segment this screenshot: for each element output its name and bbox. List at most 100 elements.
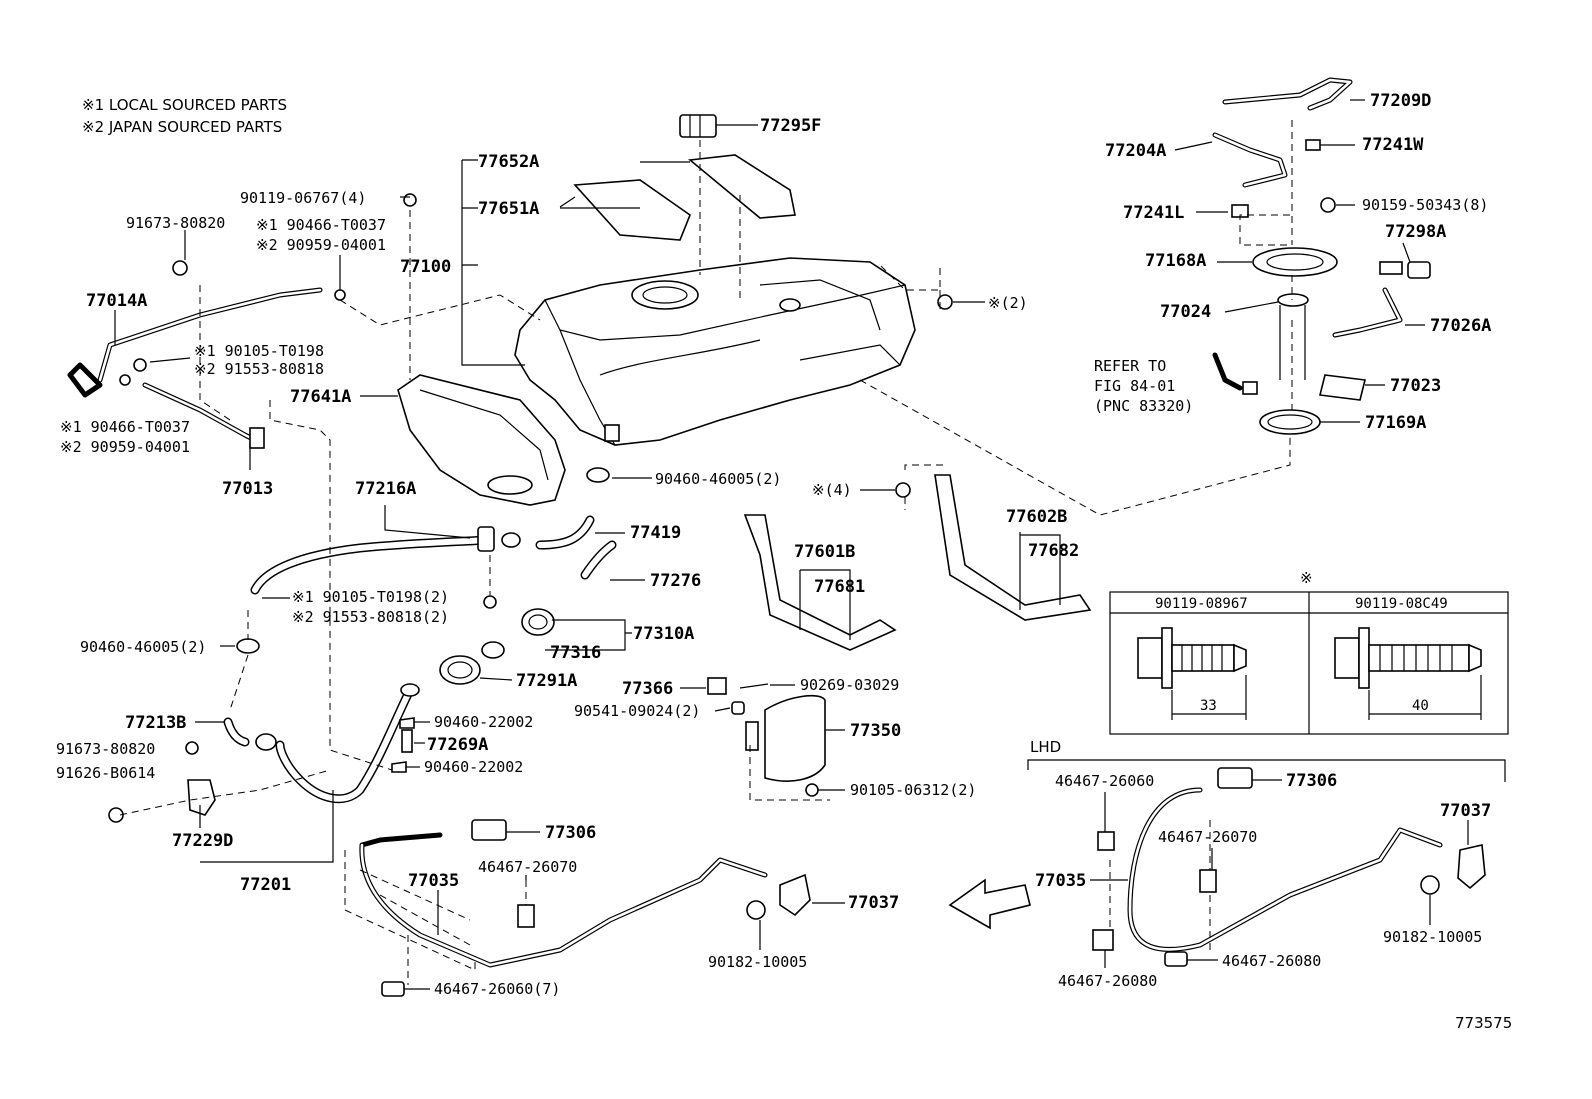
lock-77037-lhd[interactable] (1457, 844, 1486, 890)
wire-refer-84-01[interactable] (1212, 352, 1258, 395)
clamp-77213B-a[interactable] (255, 733, 277, 751)
bolt-90159-50343[interactable] (1320, 197, 1336, 213)
protector-pad-77652A[interactable] (688, 154, 796, 219)
label-91673-80820-b: 91673-80820 (56, 740, 155, 758)
cable-77035-main[interactable] (359, 832, 768, 968)
tank-band-77602B[interactable] (934, 474, 1092, 621)
fuel-sender-gauge-77024[interactable] (1277, 293, 1366, 401)
label-91673-80820-a: 91673-80820 (126, 214, 225, 232)
clamp-90460-22002-b[interactable] (391, 761, 407, 773)
hose-77269A[interactable] (401, 729, 413, 753)
hose-77213B[interactable] (223, 717, 250, 747)
label-46467-26080-a: 46467-26080 (1222, 952, 1321, 970)
lock-77366[interactable] (707, 677, 727, 695)
breather-hose-77216A[interactable] (250, 526, 495, 595)
bolt-91673-80820-b[interactable] (185, 741, 199, 755)
label-77216A: 77216A (355, 479, 416, 499)
clamp-90460-46005-c[interactable] (501, 532, 521, 548)
wire-77026A[interactable] (1332, 261, 1431, 338)
clamp-46467-26060-main[interactable] (381, 981, 405, 997)
lock-77037-main[interactable] (779, 873, 811, 917)
clamp-46467-26070-lhd[interactable] (1199, 869, 1217, 893)
part-labels: 77295F 77652A 77651A 77100 90119-06767(4… (56, 91, 1512, 1032)
label-90466-t0037-a: ※1 90466-T0037 (256, 216, 386, 234)
tank-band-77601B[interactable] (743, 514, 897, 651)
bolt-table-marker: ※ (1300, 569, 1313, 587)
label-77023: 77023 (1390, 376, 1441, 396)
label-90466-t0037-b: ※1 90466-T0037 (60, 418, 190, 436)
ring-77291A[interactable] (439, 655, 481, 685)
label-91626-b0614: 91626-B0614 (56, 764, 155, 782)
label-77306-b: 77306 (1286, 771, 1337, 791)
reference-lines (119, 120, 1293, 985)
label-46467-26070-b: 46467-26070 (1158, 828, 1257, 846)
protector-pad-77651A[interactable] (573, 179, 691, 241)
bolt-star-4[interactable] (895, 482, 911, 498)
bolt-90119-06767[interactable] (403, 193, 417, 207)
label-star-4: ※(4) (812, 481, 852, 499)
bolt-91673-80820-a[interactable] (172, 260, 188, 276)
label-77601B: 77601B (794, 542, 855, 562)
label-77213B: 77213B (125, 713, 186, 733)
pump-cover-77168A[interactable] (1252, 247, 1338, 277)
label-90959-04001-b: ※2 90959-04001 (60, 438, 190, 456)
label-star-2: ※(2) (988, 294, 1028, 312)
bumper-90541[interactable] (731, 701, 745, 715)
fuel-cap-77310A[interactable] (521, 608, 555, 636)
cable-77035-lhd[interactable] (1127, 787, 1443, 952)
bolt-90182-lhd[interactable] (1420, 875, 1440, 895)
label-77168A: 77168A (1145, 251, 1206, 271)
clip-90105-a[interactable] (133, 358, 147, 372)
clamp-46467-26070-main[interactable] (517, 904, 535, 928)
label-refer-to: REFER TO (1094, 357, 1166, 375)
inlet-hose-77419[interactable] (535, 515, 595, 550)
screw-90269-03029[interactable] (739, 683, 769, 689)
screw-90105-06312[interactable] (805, 783, 819, 797)
clamp-90466-a[interactable] (334, 289, 346, 301)
fuel-tank[interactable] (514, 257, 916, 446)
clamp-77241W[interactable] (1305, 139, 1321, 151)
label-90959-04001-a: ※2 90959-04001 (256, 236, 386, 254)
clamp-90460-46005-b[interactable] (236, 638, 260, 654)
label-91553-80818-a: ※2 91553-80818 (194, 360, 324, 378)
clamp-90460-46005-a[interactable] (586, 467, 610, 483)
label-90460-46005-b: 90460-46005(2) (80, 638, 206, 656)
clamp-46467-26060-lhd[interactable] (1097, 831, 1115, 851)
wire-77209D[interactable] (1222, 77, 1353, 111)
label-77169A: 77169A (1365, 413, 1426, 433)
clamp-46467-26080-lhd-a[interactable] (1164, 951, 1188, 967)
label-77269A: 77269A (427, 735, 488, 755)
opener-77306-lhd[interactable] (1217, 767, 1253, 789)
label-90182-10005-b: 90182-10005 (1383, 928, 1482, 946)
label-90460-22002-b: 90460-22002 (424, 758, 523, 776)
clamp-90466-b[interactable] (119, 374, 131, 386)
gasket-77169A[interactable] (1259, 409, 1321, 435)
label-77037-a: 77037 (848, 893, 899, 913)
fuel-lid-77350[interactable] (745, 694, 826, 782)
evap-tube-77013[interactable] (142, 382, 265, 449)
label-77366: 77366 (622, 679, 673, 699)
bolt-star-2[interactable] (937, 294, 953, 310)
clamp-90460-22002-a[interactable] (399, 717, 415, 729)
bolt-91626-b0614[interactable] (108, 807, 124, 823)
clamp-46467-26080-lhd-b[interactable] (1092, 929, 1114, 951)
opener-77306-main[interactable] (471, 819, 507, 841)
wire-77204A[interactable] (1212, 132, 1288, 188)
label-90159-50343: 90159-50343(8) (1362, 196, 1488, 214)
bolt-90182-main[interactable] (746, 900, 766, 920)
label-77350: 77350 (850, 721, 901, 741)
tank-protector-77641A[interactable] (397, 374, 566, 506)
inlet-hose-77276[interactable] (580, 540, 617, 580)
gasket-77316[interactable] (481, 641, 505, 659)
label-77682: 77682 (1028, 541, 1079, 561)
connector-77298A[interactable] (1379, 261, 1403, 275)
label-77641A: 77641A (290, 387, 351, 407)
bracket-77229D[interactable] (187, 779, 216, 816)
figure-number: 773575 (1455, 1014, 1512, 1032)
filler-pipe-77201[interactable] (275, 683, 420, 804)
leader-lines (114, 99, 1506, 990)
clip-77295F[interactable] (679, 114, 717, 138)
note-local-sourced: ※1 LOCAL SOURCED PARTS (82, 96, 287, 114)
clip-90105-b[interactable] (483, 595, 497, 609)
